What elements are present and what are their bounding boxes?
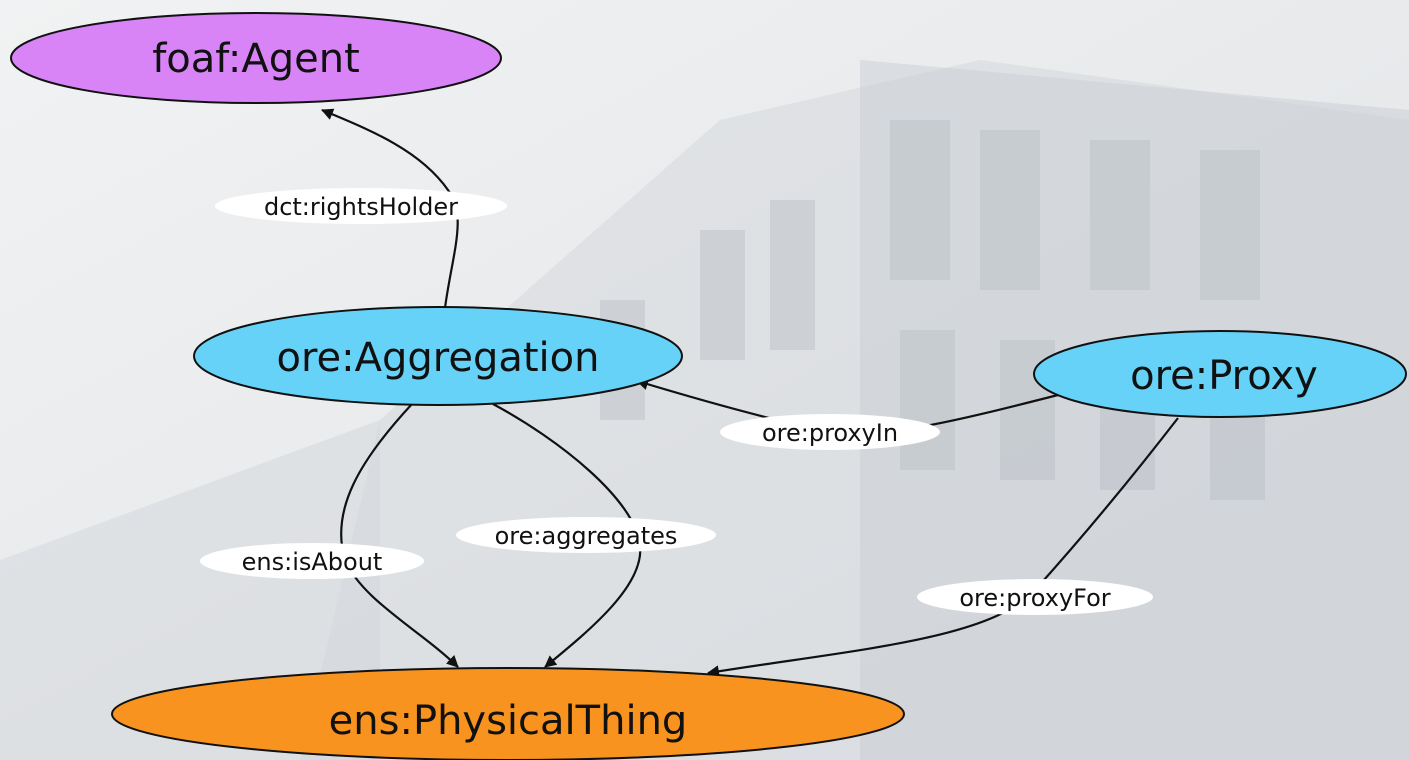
- svg-text:dct:rightsHolder: dct:rightsHolder: [264, 193, 458, 221]
- node-proxy: ore:Proxy: [1033, 330, 1407, 418]
- svg-text:ore:proxyFor: ore:proxyFor: [959, 584, 1110, 612]
- svg-text:ore:aggregates: ore:aggregates: [495, 522, 678, 550]
- node-physical-thing: ens:PhysicalThing: [111, 667, 905, 760]
- node-label-aggregation: ore:Aggregation: [277, 335, 600, 381]
- edge-label-is-about: ens:isAbout: [200, 543, 424, 579]
- node-aggregation: ore:Aggregation: [193, 306, 683, 406]
- node-label-proxy: ore:Proxy: [1130, 353, 1318, 399]
- edge-rights-holder: [321, 108, 459, 309]
- node-agent: foaf:Agent: [10, 12, 502, 104]
- node-label-physical-thing: ens:PhysicalThing: [329, 698, 688, 744]
- svg-text:ens:isAbout: ens:isAbout: [242, 548, 383, 576]
- edge-label-aggregates: ore:aggregates: [456, 517, 716, 553]
- node-label-agent: foaf:Agent: [152, 36, 360, 82]
- edge-label-proxy-in: ore:proxyIn: [720, 414, 940, 450]
- edge-label-rights-holder: dct:rightsHolder: [215, 188, 507, 224]
- edge-label-proxy-for: ore:proxyFor: [917, 579, 1153, 615]
- svg-text:ore:proxyIn: ore:proxyIn: [762, 419, 898, 447]
